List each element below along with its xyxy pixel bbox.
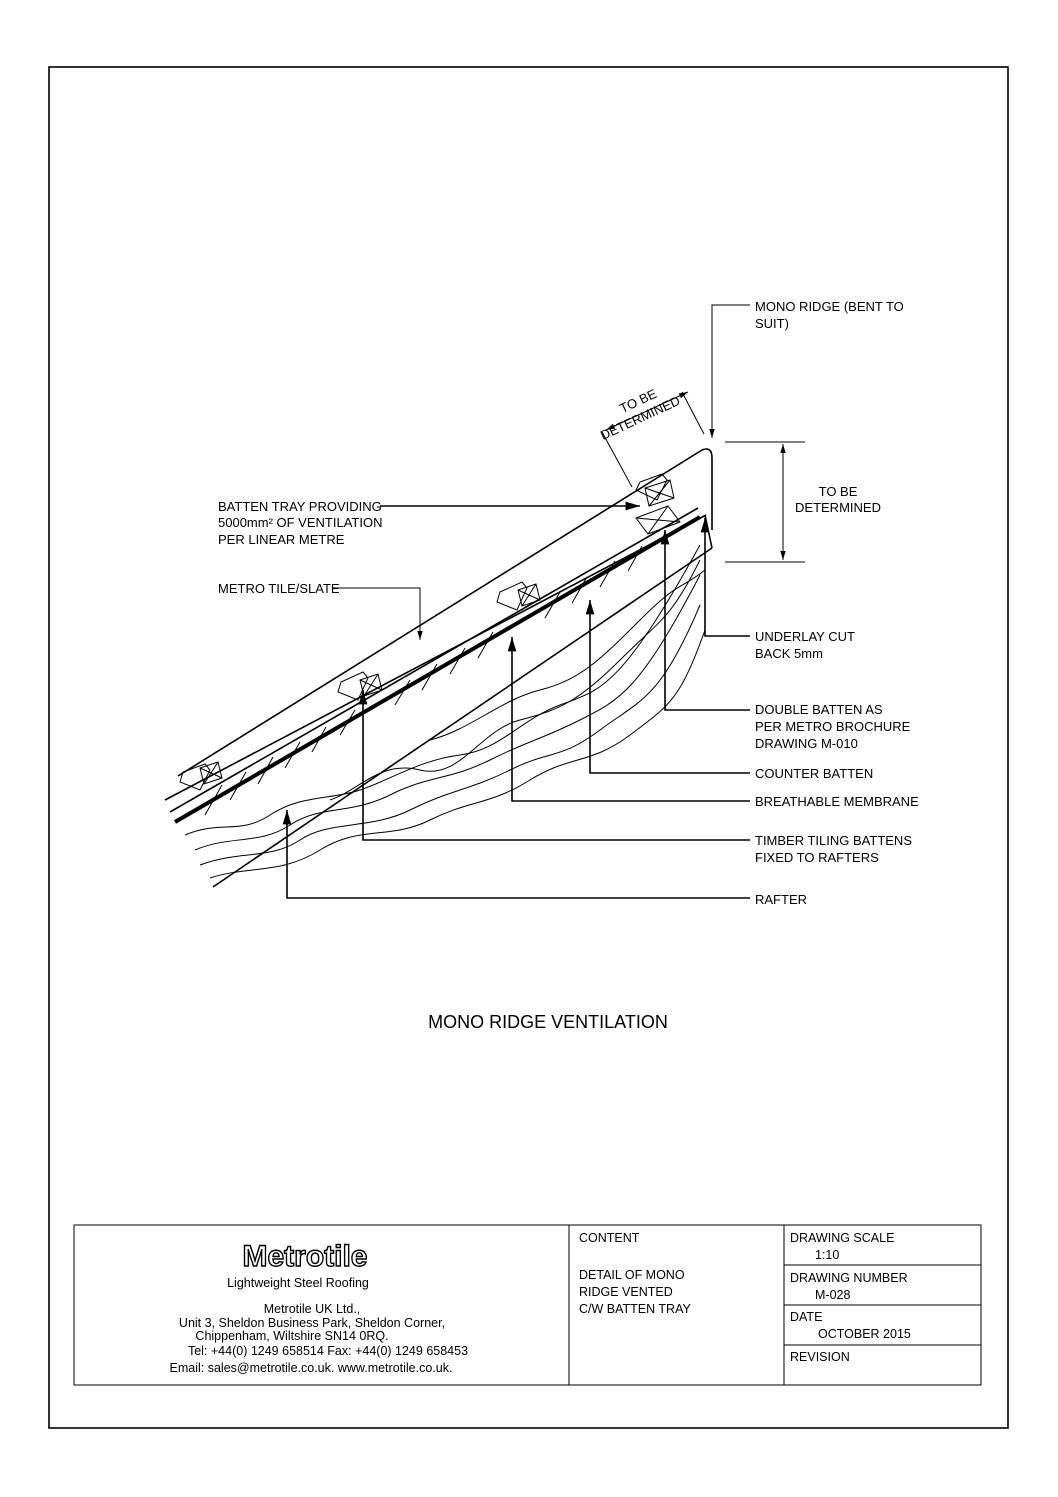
address-line-3: Chippenham, Wiltshire SN14 0RQ. [195, 1329, 388, 1343]
label-mono-ridge-1: MONO RIDGE (BENT TO [755, 299, 904, 314]
content-line-2: RIDGE VENTED [579, 1285, 673, 1299]
label-rafter: RAFTER [755, 892, 807, 907]
phone-fax: Tel: +44(0) 1249 658514 Fax: +44(0) 1249… [188, 1344, 468, 1358]
address-line-1: Metrotile UK Ltd., [264, 1302, 361, 1316]
address-line-2: Unit 3, Sheldon Business Park, Sheldon C… [179, 1316, 445, 1330]
date-label: DATE [790, 1310, 822, 1324]
content-line-3: C/W BATTEN TRAY [579, 1302, 691, 1316]
label-timber-battens-2: FIXED TO RAFTERS [755, 850, 879, 865]
drawing-title: MONO RIDGE VENTILATION [428, 1012, 668, 1032]
label-double-batten-2: PER METRO BROCHURE [755, 719, 911, 734]
slope-dimension: TO BE DETERMINED [598, 386, 705, 488]
number-label: DRAWING NUMBER [790, 1271, 908, 1285]
title-block: Metrotile Lightweight Steel Roofing Metr… [73, 1224, 982, 1386]
label-underlay-2: BACK 5mm [755, 646, 823, 661]
vertical-dimension-label-2: DETERMINED [795, 500, 881, 515]
label-mono-ridge-2: SUIT) [755, 316, 789, 331]
label-underlay-1: UNDERLAY CUT [755, 629, 855, 644]
label-breathable-membrane: BREATHABLE MEMBRANE [755, 794, 919, 809]
tagline: Lightweight Steel Roofing [227, 1276, 369, 1290]
sheet-border [48, 66, 1009, 1429]
scale-value: 1:10 [815, 1248, 839, 1262]
label-double-batten-1: DOUBLE BATTEN AS [755, 702, 883, 717]
rafter-grain [184, 544, 706, 879]
label-batten-tray-1: BATTEN TRAY PROVIDING [218, 499, 382, 514]
metrotile-logo: Metrotile [242, 1240, 367, 1273]
label-batten-tray-3: PER LINEAR METRE [218, 532, 345, 547]
vertical-dimension: TO BE DETERMINED [725, 441, 881, 563]
content-line-1: DETAIL OF MONO [579, 1268, 685, 1282]
leaders [282, 304, 750, 899]
label-double-batten-3: DRAWING M-010 [755, 736, 858, 751]
label-counter-batten: COUNTER BATTEN [755, 766, 873, 781]
revision-label: REVISION [790, 1350, 850, 1364]
email-web: Email: sales@metrotile.co.uk. www.metrot… [170, 1361, 453, 1375]
label-timber-battens-1: TIMBER TILING BATTENS [755, 833, 912, 848]
scale-label: DRAWING SCALE [790, 1231, 894, 1245]
content-heading: CONTENT [579, 1231, 640, 1245]
vertical-dimension-label-1: TO BE [819, 484, 858, 499]
label-batten-tray-2: 5000mm² OF VENTILATION [218, 515, 382, 530]
callout-labels: MONO RIDGE (BENT TO SUIT) BATTEN TRAY PR… [218, 299, 919, 907]
roof-section [164, 448, 713, 888]
counter-batten-hatch [204, 545, 643, 816]
label-metro-tile: METRO TILE/SLATE [218, 581, 340, 596]
tile-battens [179, 473, 681, 791]
date-value: OCTOBER 2015 [818, 1327, 911, 1341]
number-value: M-028 [815, 1288, 850, 1302]
